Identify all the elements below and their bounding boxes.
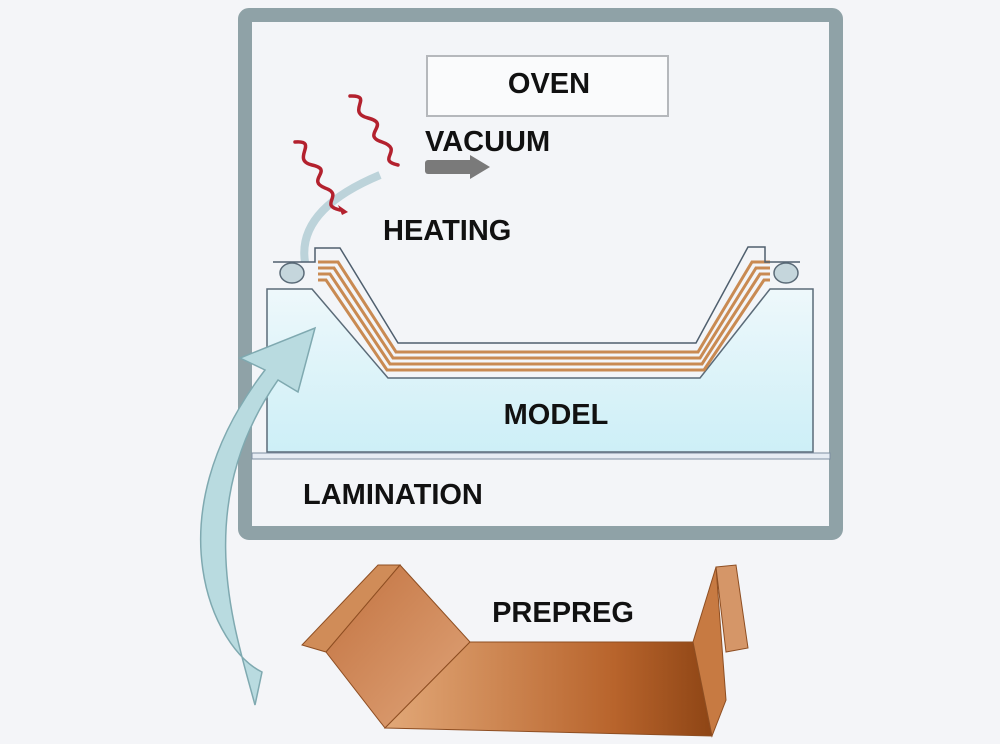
prepreg-part — [301, 564, 749, 738]
oven-label-box — [426, 55, 669, 117]
vacuum-label: VACUUM — [425, 126, 550, 158]
vacuum-arrow-icon — [425, 155, 490, 179]
heat-wave-icon — [293, 94, 400, 212]
base-plate — [251, 452, 831, 460]
mold-model — [266, 288, 814, 453]
vacuum-bag-film — [273, 246, 800, 344]
laminate-layers — [318, 260, 770, 372]
vacuum-hose — [300, 171, 382, 263]
oven-label: OVEN — [508, 68, 590, 100]
heating-label: HEATING — [383, 215, 511, 247]
heat-wave-tip — [338, 205, 348, 215]
seal-right — [773, 262, 799, 284]
model-label: MODEL — [504, 399, 609, 431]
transfer-arrow-icon — [199, 326, 317, 706]
lamination-label: LAMINATION — [303, 479, 483, 511]
seal-left — [279, 262, 305, 284]
prepreg-label: PREPREG — [492, 597, 634, 629]
